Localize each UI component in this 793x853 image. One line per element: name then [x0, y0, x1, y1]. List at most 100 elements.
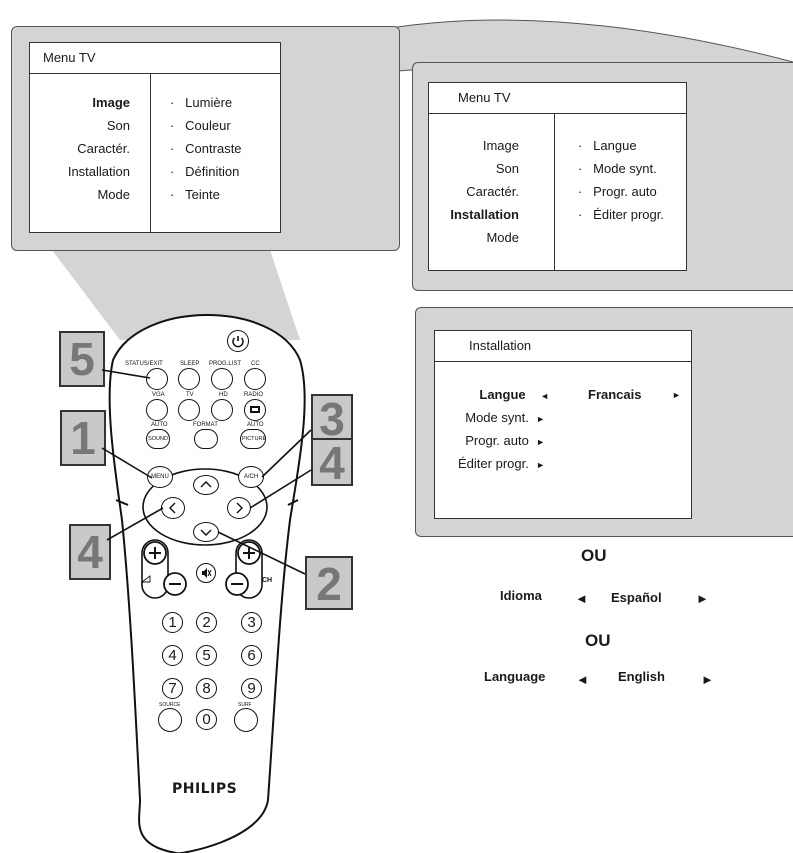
english-value: English: [618, 669, 665, 684]
tv-label: TV: [186, 392, 194, 398]
digit-3-button[interactable]: 3: [241, 612, 262, 633]
menu-title: Menu TV: [429, 83, 686, 114]
arrow-left-icon: ◄: [576, 672, 589, 687]
up-button[interactable]: [193, 475, 219, 495]
menu-tv-panel-image: Menu TV Image Son Caractér. Installation…: [11, 26, 400, 251]
ach-button-label: A/CH: [243, 474, 259, 480]
cc-label: CC: [251, 361, 260, 367]
status-exit-button[interactable]: [146, 368, 168, 390]
submenu-item-mode-synt[interactable]: · Mode synt.: [578, 161, 657, 176]
menu-tv-screen-installation: Menu TV Image Son Caractér. Installation…: [428, 82, 687, 271]
digit-5-button[interactable]: 5: [196, 645, 217, 666]
auto-picture-label: AUTO: [247, 422, 264, 428]
arrow-right-icon: ►: [701, 672, 714, 687]
installation-title: Installation: [435, 331, 691, 362]
menu-item-mode[interactable]: Mode: [486, 230, 519, 245]
language-label: Language: [484, 669, 546, 684]
menu-item-progr-auto[interactable]: Progr. auto ►: [465, 433, 545, 448]
power-button[interactable]: [227, 330, 249, 352]
submenu-item-contraste[interactable]: · Contraste: [170, 141, 242, 156]
teletext-button[interactable]: [244, 399, 266, 421]
sleep-button[interactable]: [178, 368, 200, 390]
step-4-badge-right: 4: [311, 438, 353, 486]
sound-button[interactable]: SOUND: [146, 429, 170, 449]
menu-item-son[interactable]: Son: [495, 161, 519, 176]
submenu-item-lumiere[interactable]: · Lumière: [170, 95, 233, 110]
submenu-item-couleur[interactable]: · Couleur: [170, 118, 231, 133]
menu-item-caracter[interactable]: Caractér.: [466, 184, 519, 199]
digit-7-button[interactable]: 7: [162, 678, 183, 699]
sound-button-label: SOUND: [148, 436, 168, 442]
cc-button[interactable]: [244, 368, 266, 390]
submenu-item-teinte[interactable]: · Teinte: [170, 187, 220, 202]
menu-item-son[interactable]: Son: [106, 118, 130, 133]
picture-button[interactable]: PICTURE: [240, 429, 266, 449]
hd-button[interactable]: [211, 399, 233, 421]
ou-label-1: OU: [581, 546, 607, 565]
source-label: SOURCE: [159, 702, 181, 708]
menu-button-label: MENU: [151, 474, 169, 480]
submenu-item-langue[interactable]: · Langue: [578, 138, 637, 153]
ou-label-2: OU: [585, 631, 611, 650]
digit-8-button[interactable]: 8: [196, 678, 217, 699]
sleep-label: SLEEP: [180, 361, 200, 367]
langue-value: Francais: [588, 387, 642, 402]
menu-item-mode[interactable]: Mode: [97, 187, 130, 202]
step-4-badge-left: 4: [69, 524, 111, 580]
hd-label: HD: [219, 392, 228, 398]
menu-tv-screen-image: Menu TV Image Son Caractér. Installation…: [29, 42, 281, 233]
menu-item-langue[interactable]: Langue ◄: [479, 387, 549, 402]
ch-label: CH: [262, 577, 273, 584]
menu-item-mode-synt[interactable]: Mode synt. ►: [465, 410, 545, 425]
ach-button[interactable]: A/CH: [238, 466, 264, 488]
format-label: FORMAT: [193, 422, 218, 428]
menu-item-installation[interactable]: Installation: [67, 164, 130, 179]
menu-item-caracter[interactable]: Caractér.: [77, 141, 130, 156]
prog-list-button[interactable]: [211, 368, 233, 390]
vga-button[interactable]: [146, 399, 168, 421]
digit-4-button[interactable]: 4: [162, 645, 183, 666]
auto-sound-label: AUTO: [151, 422, 168, 428]
radio-label: RADIO: [244, 392, 264, 398]
digit-6-button[interactable]: 6: [241, 645, 262, 666]
mute-button[interactable]: [196, 563, 216, 583]
format-button[interactable]: [194, 429, 218, 449]
right-button[interactable]: [227, 497, 251, 519]
digit-9-button[interactable]: 9: [241, 678, 262, 699]
submenu-item-editer-progr[interactable]: · Éditer progr.: [578, 207, 664, 222]
surf-label: SURF: [238, 702, 252, 708]
arrow-right-icon: ►: [696, 591, 709, 606]
step-1-badge: 1: [60, 410, 106, 466]
down-button[interactable]: [193, 522, 219, 542]
submenu-item-progr-auto[interactable]: · Progr. auto: [578, 184, 657, 199]
surf-button[interactable]: [234, 708, 258, 732]
tv-button[interactable]: [178, 399, 200, 421]
step-3-badge: 3: [311, 394, 353, 442]
mute-icon: [202, 568, 212, 578]
menu-button[interactable]: MENU: [147, 466, 173, 488]
vga-label: VGA: [152, 392, 165, 398]
menu-item-editer-progr[interactable]: Éditer progr. ►: [458, 456, 545, 471]
teletext-icon: [250, 406, 260, 413]
status-exit-label: STATUS/EXIT: [125, 361, 163, 367]
step-2-badge: 2: [305, 556, 353, 610]
menu-item-installation[interactable]: Installation: [450, 207, 519, 222]
menu-item-image[interactable]: Image: [92, 95, 130, 110]
digit-0-button[interactable]: 0: [196, 709, 217, 730]
submenu-item-definition[interactable]: · Définition: [170, 164, 240, 179]
espanol-value: Español: [611, 590, 662, 605]
chevron-right-icon: [236, 502, 243, 514]
menu-item-image[interactable]: Image: [482, 138, 519, 153]
power-icon: [232, 336, 244, 348]
source-button[interactable]: [158, 708, 182, 732]
chevron-up-icon: [200, 481, 212, 488]
idioma-label: Idioma: [500, 588, 542, 603]
column-divider: [554, 114, 555, 270]
prog-list-label: PROG.LIST: [209, 361, 242, 367]
picture-button-label: PICTURE: [242, 436, 267, 442]
digit-2-button[interactable]: 2: [196, 612, 217, 633]
digit-1-button[interactable]: 1: [162, 612, 183, 633]
brand-logo: PHILIPS: [172, 781, 238, 797]
